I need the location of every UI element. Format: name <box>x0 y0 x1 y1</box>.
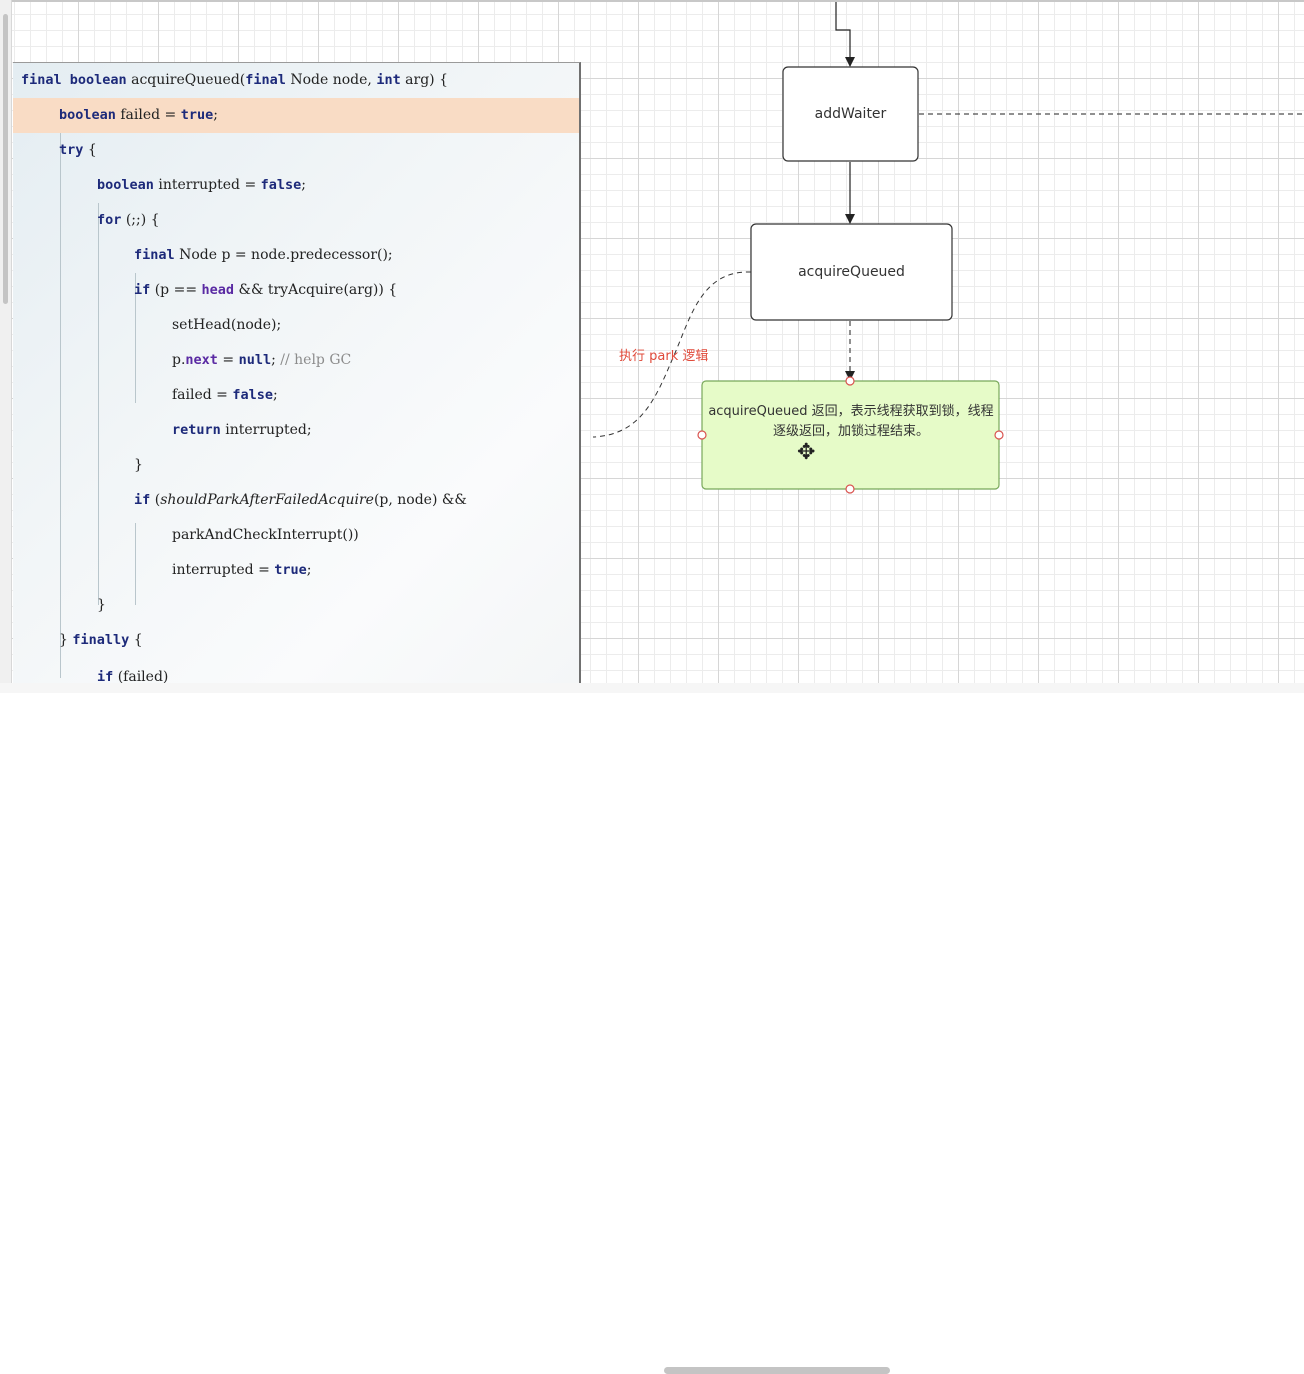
code-keyword: final <box>134 247 175 263</box>
code-text: failed = <box>172 387 233 403</box>
code-text: } <box>59 632 73 648</box>
code-line-11: return interrupted; <box>13 413 579 448</box>
code-text: } <box>134 457 143 473</box>
code-text: (p, node) && <box>373 492 467 508</box>
code-text: = <box>217 352 239 368</box>
indent-guide <box>60 133 61 678</box>
result-node-handle-bottom <box>845 484 855 494</box>
code-keyword: boolean <box>59 107 116 123</box>
code-text: Node node, <box>285 72 377 88</box>
code-line-13: if (shouldParkAfterFailedAcquire(p, node… <box>13 483 579 518</box>
indent-guide <box>135 273 136 403</box>
code-text: parkAndCheckInterrupt()) <box>172 527 359 543</box>
code-text: ; <box>271 352 281 368</box>
top-border <box>0 0 1304 2</box>
code-keyword: final boolean <box>21 72 127 88</box>
addwaiter-node <box>782 66 919 162</box>
code-keyword: return <box>172 422 221 438</box>
vertical-scrollbar-thumb[interactable] <box>3 14 8 304</box>
code-text: } <box>97 597 106 613</box>
code-text: ; <box>273 387 278 403</box>
code-keyword: if <box>97 669 114 684</box>
code-text: && tryAcquire(arg)) { <box>234 282 398 298</box>
code-line-5: for (;;) { <box>13 203 579 238</box>
code-line-10: failed = false; <box>13 378 579 413</box>
code-keyword: try <box>59 142 84 158</box>
code-keyword: finally <box>72 632 130 648</box>
code-keyword: final <box>245 72 286 88</box>
code-comment: // help GC <box>280 352 352 368</box>
code-keyword: true <box>180 107 214 123</box>
acquirequeued-node <box>750 223 953 321</box>
code-text: (p == <box>150 282 202 298</box>
code-field: head <box>201 282 235 298</box>
code-line-7: if (p == head && tryAcquire(arg)) { <box>13 273 579 308</box>
park-logic-label[interactable]: 执行 park 逻辑 <box>619 349 709 364</box>
result-node-handle-right <box>994 430 1004 440</box>
code-line-3: try { <box>13 133 579 168</box>
code-line-16: } <box>13 588 579 623</box>
move-cursor-icon: ✥ <box>797 440 816 465</box>
code-line-4: boolean interrupted = false; <box>13 168 579 203</box>
code-text: { <box>83 142 97 158</box>
code-field: next <box>185 352 218 368</box>
horizontal-scrollbar-thumb[interactable] <box>664 1367 890 1374</box>
code-line-12: } <box>13 448 579 483</box>
indent-guide <box>98 203 99 605</box>
code-keyword: null <box>238 352 272 368</box>
code-text: { <box>129 632 143 648</box>
code-text: setHead(node); <box>172 317 282 333</box>
code-line-2: boolean failed = true; <box>13 98 579 133</box>
code-keyword: int <box>376 72 401 88</box>
code-text: acquireQueued( <box>126 72 246 88</box>
result-node-handle-top <box>845 376 855 386</box>
code-text: interrupted; <box>220 422 312 438</box>
result-node-label[interactable]: acquireQueued 返回，表示线程获取到锁，线程逐级返回，加锁过程结束。 <box>708 404 994 439</box>
acquirequeued-label[interactable]: acquireQueued <box>798 264 905 280</box>
code-text: (failed) <box>113 669 169 684</box>
code-line-8: setHead(node); <box>13 308 579 343</box>
code-text: ; <box>213 107 218 123</box>
code-image-panel[interactable]: final boolean acquireQueued(final Node n… <box>13 62 581 684</box>
code-text: p. <box>172 352 186 368</box>
code-line-14: parkAndCheckInterrupt()) <box>13 518 579 553</box>
code-text: Node p = node.predecessor(); <box>174 247 393 263</box>
addwaiter-label[interactable]: addWaiter <box>814 106 887 122</box>
code-keyword: boolean <box>97 177 154 193</box>
code-line-1: final boolean acquireQueued(final Node n… <box>13 63 579 98</box>
code-text: failed = <box>115 107 181 123</box>
code-line-17: } finally { <box>13 623 579 658</box>
code-text: ; <box>301 177 306 193</box>
code-line-9: p.next = null; // help GC <box>13 343 579 378</box>
result-node-handle-left <box>697 430 707 440</box>
code-keyword: true <box>274 562 307 578</box>
code-text: (;;) { <box>121 212 160 228</box>
code-text: ( <box>150 492 161 508</box>
code-keyword: for <box>97 212 122 228</box>
code-text: interrupted = <box>172 562 275 578</box>
edge-into-addwaiter <box>835 2 855 67</box>
code-keyword: false <box>232 387 274 403</box>
code-text: interrupted = <box>153 177 261 193</box>
code-text: ; <box>306 562 312 578</box>
code-keyword: false <box>260 177 302 193</box>
code-line-6: final Node p = node.predecessor(); <box>13 238 579 273</box>
code-line-15: interrupted = true; <box>13 553 579 588</box>
code-keyword: if <box>134 492 151 508</box>
code-keyword: if <box>134 282 151 298</box>
horizontal-scrollbar[interactable] <box>0 683 1304 1374</box>
indent-guide <box>135 523 136 605</box>
vertical-scrollbar[interactable] <box>0 0 12 693</box>
code-text: arg) { <box>400 72 448 88</box>
code-line-18: if (failed) <box>13 660 579 684</box>
diagram-connectors <box>592 2 1304 494</box>
edge-park-logic <box>592 271 752 438</box>
code-method-italic: shouldParkAfterFailedAcquire <box>160 492 374 508</box>
